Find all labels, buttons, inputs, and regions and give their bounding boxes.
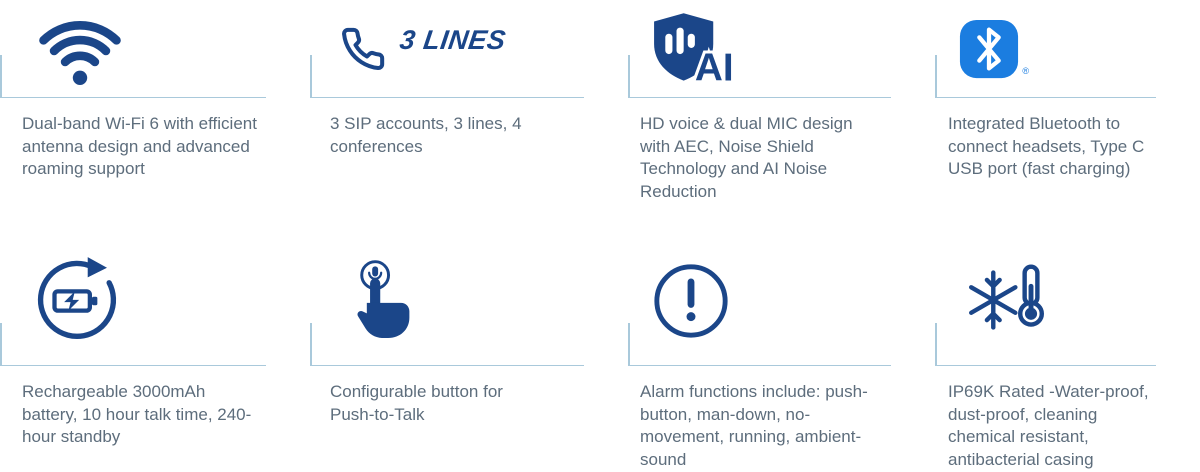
bluetooth-icon: ® [935, 0, 1200, 97]
feature-card-ptt: Configurable button for Push-to-Talk [310, 236, 628, 472]
exclamation-circle-icon [654, 263, 728, 338]
feature-card-wifi: Dual-band Wi-Fi 6 with efficient antenna… [0, 0, 310, 236]
feature-text: Integrated Bluetooth to connect headsets… [948, 114, 1145, 179]
divider [628, 55, 891, 98]
feature-text: HD voice & dual MIC design with AEC, Noi… [640, 114, 853, 201]
freeze-thermometer-icon [935, 236, 1200, 365]
battery-icon [37, 256, 117, 339]
ptt-hand-icon [357, 259, 410, 338]
feature-card-ai: AI HD voice & dual MIC design with AEC, … [628, 0, 935, 236]
feature-text: Rechargeable 3000mAh battery, 10 hour ta… [22, 382, 252, 447]
wifi-icon-graphic [39, 20, 121, 85]
battery-recharge-icon [0, 236, 310, 365]
feature-card-bluetooth: ® Integrated Bluetooth to connect headse… [935, 0, 1200, 236]
divider [310, 323, 584, 366]
feature-card-lines: 3 LINES 3 SIP accounts, 3 lines, 4 confe… [310, 0, 628, 236]
feature-card-rugged: IP69K Rated -Water-proof, dust-proof, cl… [935, 236, 1200, 472]
feature-text: IP69K Rated -Water-proof, dust-proof, cl… [948, 382, 1149, 469]
alarm-icon [628, 236, 935, 365]
bluetooth-icon-graphic [959, 19, 1019, 78]
wifi-icon [0, 0, 310, 97]
phone-lines-icon: 3 LINES [310, 0, 628, 97]
feature-text: Configurable button for Push-to-Talk [330, 382, 503, 424]
divider [0, 323, 266, 366]
ai-label: AI [695, 46, 734, 88]
registered-mark: ® [1022, 65, 1029, 76]
divider [935, 323, 1156, 366]
push-to-talk-icon [310, 236, 628, 365]
feature-text: Alarm functions include: push-button, ma… [640, 382, 868, 469]
divider [0, 55, 266, 98]
ai-shield-icon: AI [628, 0, 935, 97]
feature-text: Dual-band Wi-Fi 6 with efficient antenna… [22, 114, 257, 179]
divider [628, 323, 891, 366]
phone-icon [342, 27, 385, 70]
feature-text: 3 SIP accounts, 3 lines, 4 conferences [330, 114, 522, 156]
divider [935, 55, 1156, 98]
three-lines-label: 3 LINES [397, 25, 508, 55]
bluetooth-icon-wrap: ® [958, 18, 1029, 80]
feature-card-alarm: Alarm functions include: push-button, ma… [628, 236, 935, 472]
shield-icon: AI [654, 12, 737, 89]
divider [310, 55, 584, 98]
snowflake-thermometer-icon [969, 263, 1044, 330]
feature-card-battery: Rechargeable 3000mAh battery, 10 hour ta… [0, 236, 310, 472]
